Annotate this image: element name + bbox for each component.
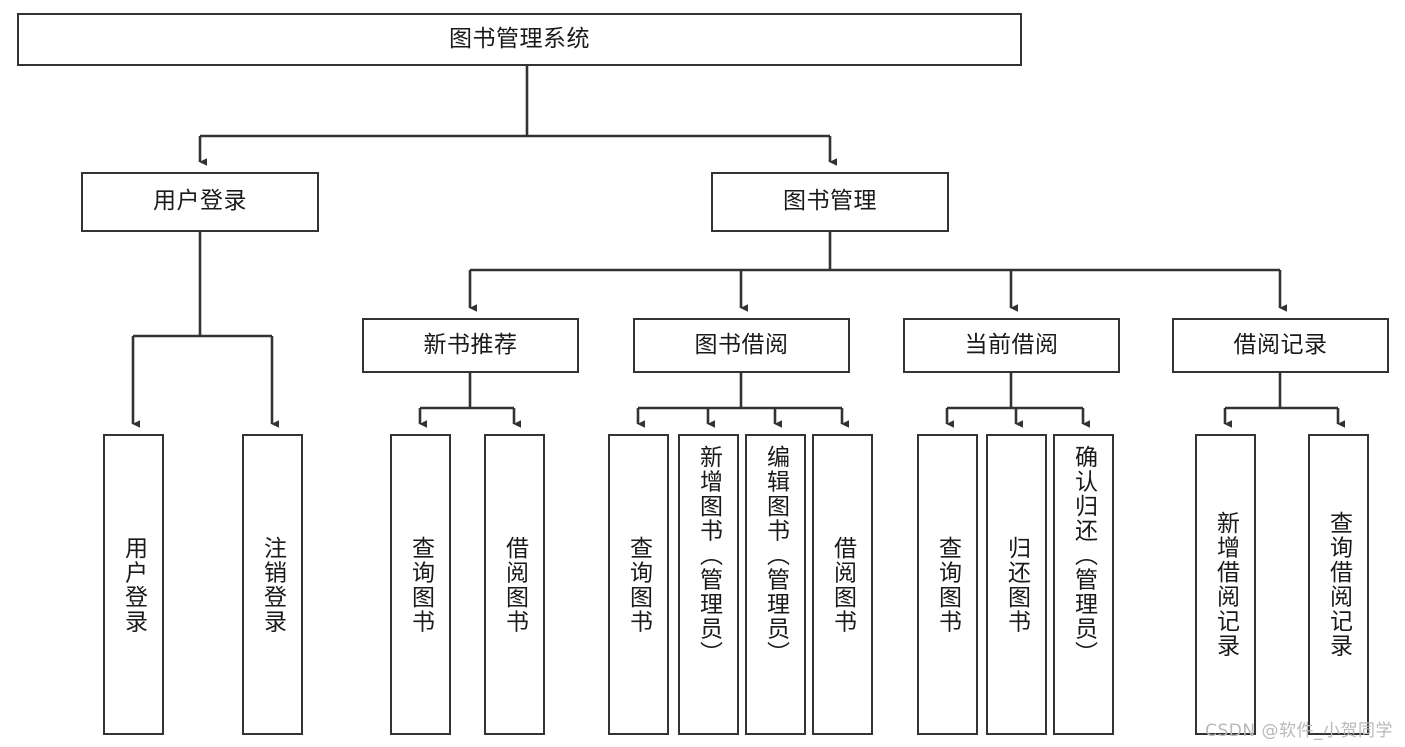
leaf-query-books-current[interactable]: 查询图书 xyxy=(917,434,978,735)
node-root-label: 图书管理系统 xyxy=(449,25,590,52)
leaf-logout[interactable]: 注销登录 xyxy=(242,434,303,735)
leaf-add-book-admin-label: 新增图书（管理员） xyxy=(695,445,722,666)
node-user-login-label: 用户登录 xyxy=(153,188,247,215)
leaf-edit-book-admin[interactable]: 编辑图书（管理员） xyxy=(745,434,806,735)
leaf-add-borrow-record[interactable]: 新增借阅记录 xyxy=(1195,434,1256,735)
node-root[interactable]: 图书管理系统 xyxy=(17,13,1022,66)
leaf-user-login-label: 用户登录 xyxy=(120,535,147,634)
node-user-login[interactable]: 用户登录 xyxy=(81,172,319,232)
leaf-borrow-books-new[interactable]: 借阅图书 xyxy=(484,434,545,735)
leaf-return-book-label: 归还图书 xyxy=(1003,535,1030,634)
leaf-confirm-return-admin-label: 确认归还（管理员） xyxy=(1070,445,1097,666)
node-book-borrow[interactable]: 图书借阅 xyxy=(633,318,850,373)
leaf-borrow-book[interactable]: 借阅图书 xyxy=(812,434,873,735)
leaf-confirm-return-admin[interactable]: 确认归还（管理员） xyxy=(1053,434,1114,735)
leaf-query-books-current-label: 查询图书 xyxy=(934,535,961,634)
leaf-add-book-admin[interactable]: 新增图书（管理员） xyxy=(678,434,739,735)
node-borrow-records-label: 借阅记录 xyxy=(1233,331,1328,358)
leaf-edit-book-admin-label: 编辑图书（管理员） xyxy=(762,445,789,666)
node-new-book-recommend[interactable]: 新书推荐 xyxy=(362,318,579,373)
node-new-book-recommend-label: 新书推荐 xyxy=(423,331,518,358)
leaf-logout-label: 注销登录 xyxy=(259,535,286,634)
node-book-management-label: 图书管理 xyxy=(783,188,877,215)
leaf-borrow-books-new-label: 借阅图书 xyxy=(501,535,528,634)
node-book-management[interactable]: 图书管理 xyxy=(711,172,949,232)
leaf-query-books-borrow[interactable]: 查询图书 xyxy=(608,434,669,735)
leaf-add-borrow-record-label: 新增借阅记录 xyxy=(1212,511,1239,658)
leaf-query-books-new-label: 查询图书 xyxy=(407,535,434,634)
leaf-query-borrow-record[interactable]: 查询借阅记录 xyxy=(1308,434,1369,735)
leaf-query-books-new[interactable]: 查询图书 xyxy=(390,434,451,735)
leaf-borrow-book-label: 借阅图书 xyxy=(829,535,856,634)
node-borrow-records[interactable]: 借阅记录 xyxy=(1172,318,1389,373)
leaf-user-login[interactable]: 用户登录 xyxy=(103,434,164,735)
leaf-return-book[interactable]: 归还图书 xyxy=(986,434,1047,735)
leaf-query-borrow-record-label: 查询借阅记录 xyxy=(1325,511,1352,658)
node-current-borrow[interactable]: 当前借阅 xyxy=(903,318,1120,373)
node-current-borrow-label: 当前借阅 xyxy=(964,331,1059,358)
csdn-watermark: CSDN @软件_小贺同学 xyxy=(1205,721,1393,741)
node-book-borrow-label: 图书借阅 xyxy=(694,331,789,358)
leaf-query-books-borrow-label: 查询图书 xyxy=(625,535,652,634)
